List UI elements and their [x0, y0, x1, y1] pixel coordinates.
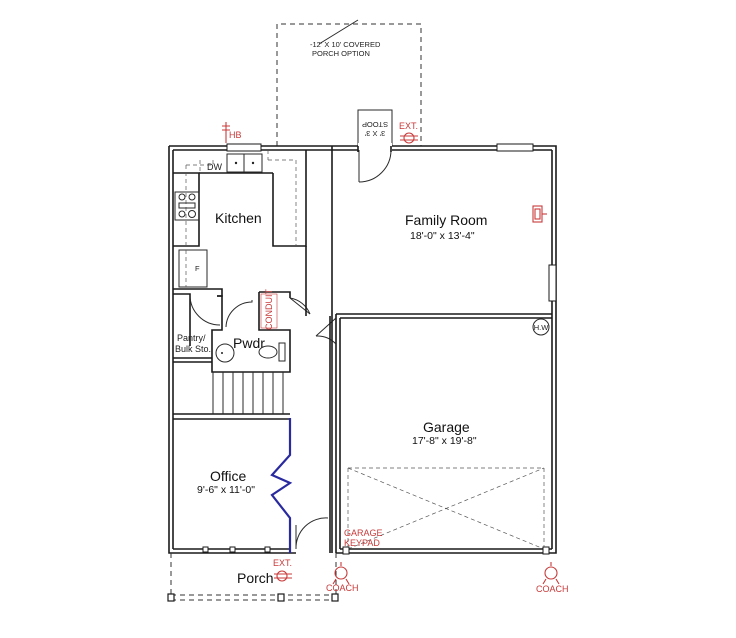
pantry-powder: CONDUIT Pantry/ Bulk Sto. Pwdr — [173, 246, 311, 373]
conduit-label: CONDUIT — [264, 289, 274, 330]
stoop-label-line1: 3' X 3' — [364, 129, 385, 138]
porch-label: Porch — [237, 570, 274, 586]
ext-light-rear-icon: EXT. — [399, 121, 418, 144]
garage-keypad-line1: GARAGE — [344, 528, 383, 538]
kitchen-cabinets: DW F Kitchen — [173, 150, 307, 297]
front-porch: Porch — [167, 553, 339, 602]
covered-porch-label-line1: -12' X 10' COVERED — [310, 40, 381, 49]
covered-porch-label-line2: PORCH OPTION — [312, 49, 370, 58]
family-room-label: Family Room — [405, 212, 487, 228]
family-room: Family Room 18'-0" x 13'-4" — [405, 205, 547, 242]
coach-left-label: COACH — [326, 583, 359, 593]
ext-light-rear-label: EXT. — [399, 121, 418, 131]
coach-light-right-icon: COACH — [536, 562, 569, 594]
garage-label: Garage — [423, 419, 470, 435]
pantry-label-line1: Pantry/ — [177, 333, 206, 343]
hose-bib-label: HB — [229, 130, 242, 140]
stoop: 3' X 3' STOOP — [357, 109, 393, 147]
ext-light-front-label: EXT. — [273, 558, 292, 568]
office-label: Office — [210, 468, 247, 484]
fridge-label: F — [195, 264, 200, 273]
exterior-walls — [168, 143, 557, 554]
pantry-label-line2: Bulk Sto. — [175, 344, 211, 354]
garage-keypad-line2: KEYPAD — [344, 538, 380, 548]
water-heater-label: H.W — [534, 323, 550, 332]
garage-walls: H.W Garage 17'-8" x 19'-8" — [315, 313, 552, 555]
office: Office 9'-6" x 11'-0" — [173, 146, 333, 553]
kitchen-label: Kitchen — [215, 210, 262, 226]
bifold-door — [270, 418, 293, 553]
garage-dimensions: 17'-8" x 19'-8" — [412, 435, 477, 447]
coach-right-label: COACH — [536, 584, 569, 594]
electrical-panel-icon — [532, 205, 547, 223]
dishwasher-label: DW — [207, 162, 222, 172]
office-dimensions: 9'-6" x 11'-0" — [197, 484, 255, 496]
ext-light-front-icon: EXT. — [273, 558, 292, 582]
coach-light-left-icon: COACH — [326, 562, 359, 593]
covered-porch-option: -12' X 10' COVERED PORCH OPTION — [276, 19, 422, 146]
stoop-label-line2: STOOP — [362, 120, 388, 129]
hose-bib-icon: HB — [222, 122, 242, 143]
stairs — [173, 361, 290, 415]
family-room-dimensions: 18'-0" x 13'-4" — [410, 230, 475, 242]
powder-label: Pwdr — [233, 335, 265, 351]
